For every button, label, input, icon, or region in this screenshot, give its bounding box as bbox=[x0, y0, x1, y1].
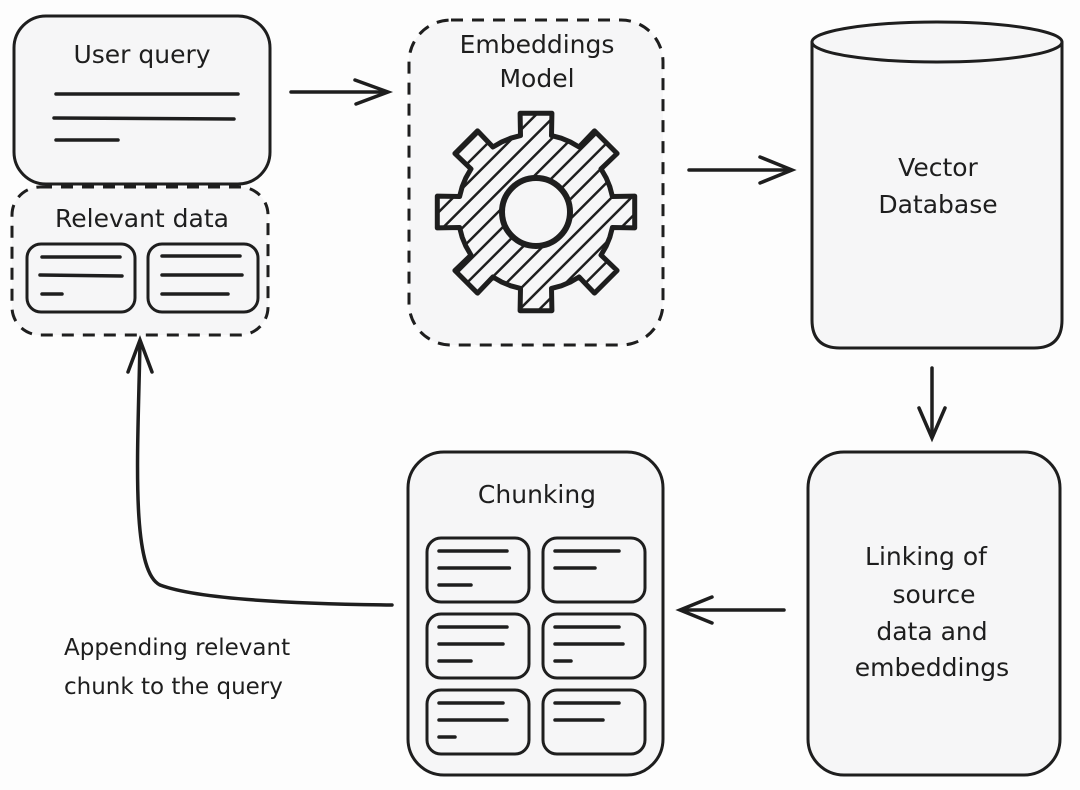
user-query-node: User query bbox=[12, 14, 272, 186]
linking-line1: Linking of bbox=[865, 542, 988, 571]
embeddings-title-line1: Embeddings bbox=[460, 30, 615, 59]
chunk-card bbox=[425, 688, 531, 756]
arrow-embeddings-to-vector-db bbox=[687, 155, 797, 185]
relevant-data-node: Relevant data bbox=[10, 185, 270, 337]
chunk-card bbox=[541, 536, 647, 604]
arrow-query-to-embeddings bbox=[289, 78, 394, 106]
chunk-card bbox=[425, 612, 531, 680]
chunking-node: Chunking bbox=[406, 450, 665, 777]
linking-line4: embeddings bbox=[855, 653, 1009, 682]
vector-db-line1: Vector bbox=[898, 153, 978, 182]
gear-icon bbox=[434, 110, 638, 314]
chunk-card bbox=[541, 612, 647, 680]
embeddings-model-node: Embeddings Model bbox=[407, 18, 665, 347]
linking-line3: data and bbox=[876, 617, 987, 646]
arrow-linking-to-chunking bbox=[675, 595, 786, 625]
embeddings-title-line2: Model bbox=[499, 64, 574, 93]
linking-node: Linking of source data and embeddings bbox=[806, 450, 1062, 777]
user-query-title: User query bbox=[73, 40, 210, 69]
vector-database-node: Vector Database bbox=[810, 20, 1064, 350]
chunk-card bbox=[425, 536, 531, 604]
chunk-card bbox=[541, 688, 647, 756]
linking-line2: source bbox=[892, 580, 975, 609]
relevant-data-title: Relevant data bbox=[55, 204, 229, 233]
arrow-vector-db-to-linking bbox=[917, 366, 947, 443]
chunking-title: Chunking bbox=[478, 480, 596, 509]
arrow-chunking-to-relevant-data bbox=[126, 335, 394, 607]
append-label-line2: chunk to the query bbox=[64, 674, 283, 700]
append-label-line1: Appending relevant bbox=[64, 635, 290, 661]
vector-db-line2: Database bbox=[878, 190, 997, 219]
